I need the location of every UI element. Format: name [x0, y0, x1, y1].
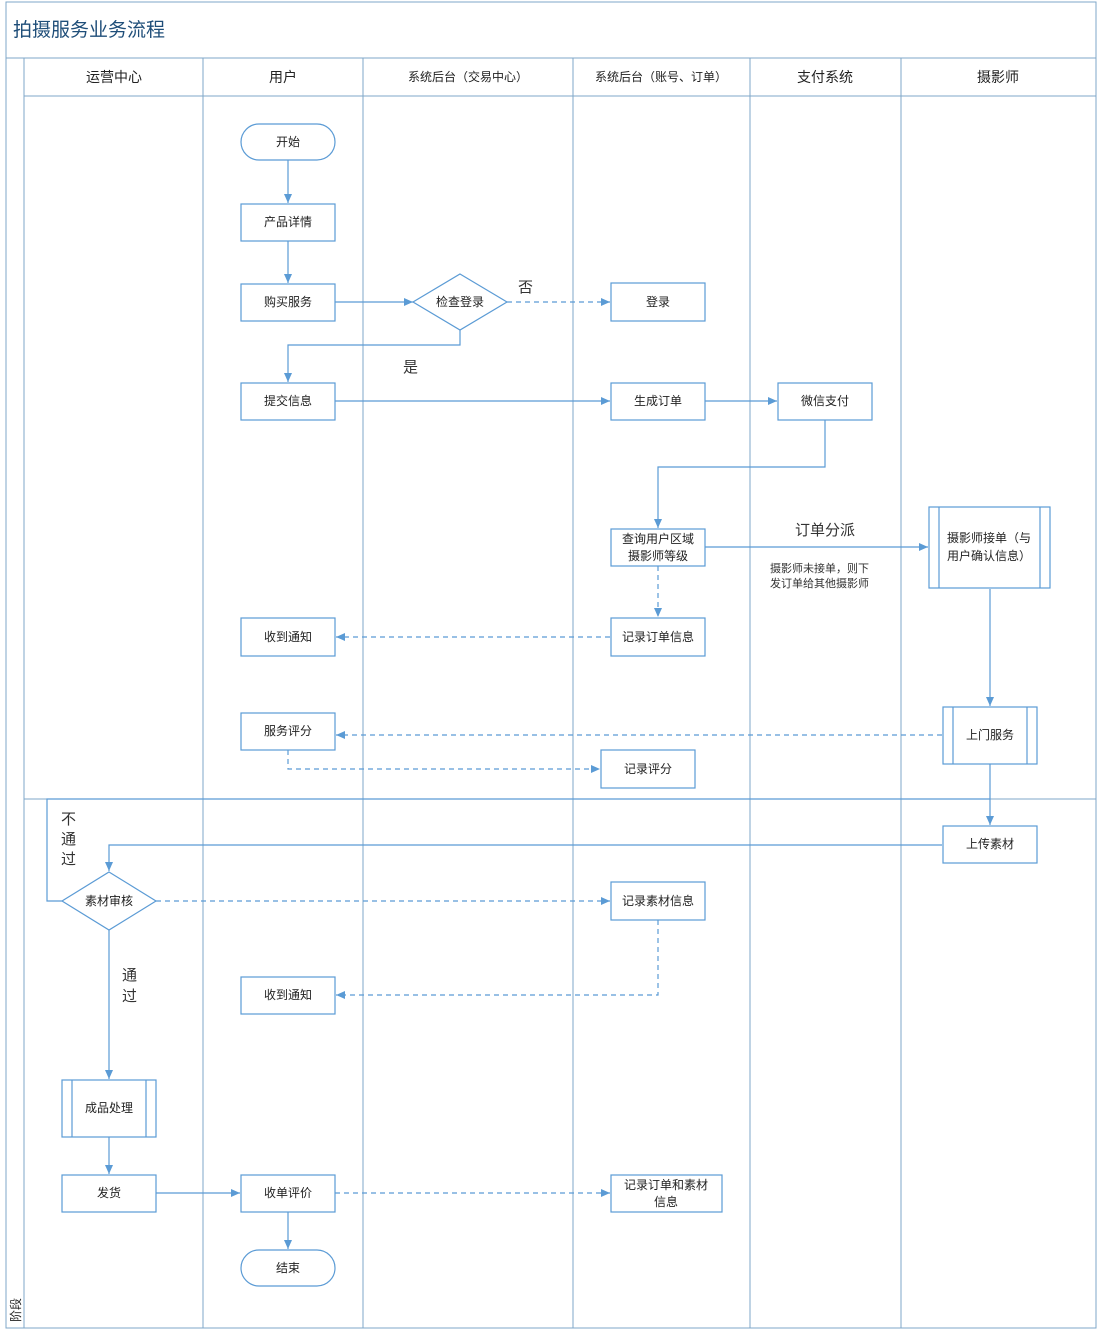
receive-and-rate-node [240, 1174, 336, 1213]
record-order-material-label-line2: 信息 [654, 1194, 678, 1209]
record-order-material-node [610, 1174, 723, 1213]
edge-label-fail-3: 过 [61, 850, 76, 868]
material-review-decision [60, 871, 158, 931]
edge-label-fail-1: 不 [61, 810, 76, 828]
ship-label: 发货 [97, 1185, 121, 1200]
photographer-accept-label-line2: 用户确认信息） [947, 548, 1031, 563]
receive-notice-node [240, 617, 336, 657]
lane-header-payment: 支付系统 [797, 70, 853, 86]
connector [654, 420, 826, 528]
login-node [610, 282, 706, 322]
login-label: 登录 [646, 294, 670, 309]
onsite-service-node [942, 706, 1038, 765]
record-order-node [610, 617, 706, 657]
service-rating-label: 服务评分 [264, 723, 312, 738]
query-region-label-line2: 摄影师等级 [628, 548, 688, 563]
query-region-node [610, 528, 706, 567]
photographer-accept-label-line1: 摄影师接单（与 [947, 530, 1031, 545]
diagram-title: 拍摄服务业务流程 [13, 19, 165, 41]
connector-yes [284, 330, 461, 382]
edge-label-pass-1: 通 [122, 966, 137, 984]
record-rating-label: 记录评分 [624, 762, 672, 776]
submit-info-node [240, 382, 336, 421]
connector [105, 844, 942, 871]
wechat-pay-label: 微信支付 [801, 394, 849, 408]
ship-node [61, 1174, 157, 1213]
photographer-accept-node [928, 506, 1051, 589]
connector [287, 750, 600, 773]
product-detail-node [240, 203, 336, 242]
record-rating-node [600, 749, 696, 789]
edge-label-fail-2: 通 [61, 830, 76, 848]
dispatch-note-line1: 摄影师未接单，则下 [770, 561, 869, 575]
end-node [240, 1249, 336, 1287]
lane-header-operations: 运营中心 [86, 70, 142, 86]
lane-header-account-backend: 系统后台（账号、订单） [595, 69, 727, 84]
edge-label-pass-2: 过 [122, 987, 137, 1005]
start-node-label: 开始 [276, 135, 300, 149]
connector [336, 920, 659, 999]
service-rating-node [240, 712, 336, 751]
outer-frame [5, 1, 1097, 1329]
check-login-label: 检查登录 [436, 294, 484, 309]
upload-material-label: 上传素材 [966, 836, 1014, 851]
phase-label: 阶段 [8, 1298, 23, 1322]
product-detail-label: 产品详情 [264, 214, 312, 229]
record-order-label: 记录订单信息 [622, 629, 694, 644]
submit-info-label: 提交信息 [264, 393, 312, 408]
product-processing-node [61, 1079, 157, 1138]
edge-label-dispatch: 订单分派 [795, 521, 855, 539]
wechat-pay-node [777, 382, 873, 421]
record-material-node [610, 881, 706, 921]
query-region-label-line1: 查询用户区域 [622, 531, 694, 546]
onsite-service-label: 上门服务 [966, 727, 1014, 742]
check-login-decision [411, 273, 509, 331]
receive-notice-2-label: 收到通知 [264, 988, 312, 1002]
upload-material-node [942, 825, 1038, 864]
connector-fail [46, 798, 990, 902]
lane-header-photographer: 摄影师 [977, 70, 1019, 86]
dispatch-note-line2: 发订单给其他摄影师 [770, 576, 869, 590]
record-material-label: 记录素材信息 [622, 893, 694, 908]
start-node [240, 123, 336, 161]
record-order-material-label-line1: 记录订单和素材 [624, 1178, 708, 1192]
buy-service-node [240, 283, 336, 322]
end-node-label: 结束 [276, 1261, 300, 1275]
edge-label-no: 否 [518, 278, 533, 296]
receive-and-rate-label: 收单评价 [264, 1186, 312, 1200]
receive-notice-2-node [240, 976, 336, 1015]
material-review-label: 素材审核 [85, 893, 133, 908]
lane-header-user: 用户 [269, 69, 297, 86]
buy-service-label: 购买服务 [264, 294, 312, 309]
create-order-label: 生成订单 [634, 394, 682, 408]
lane-header-trade-backend: 系统后台（交易中心） [408, 69, 528, 84]
receive-notice-label: 收到通知 [264, 630, 312, 644]
edge-label-yes: 是 [403, 358, 418, 376]
product-processing-label: 成品处理 [85, 1101, 133, 1115]
create-order-node [610, 382, 706, 421]
